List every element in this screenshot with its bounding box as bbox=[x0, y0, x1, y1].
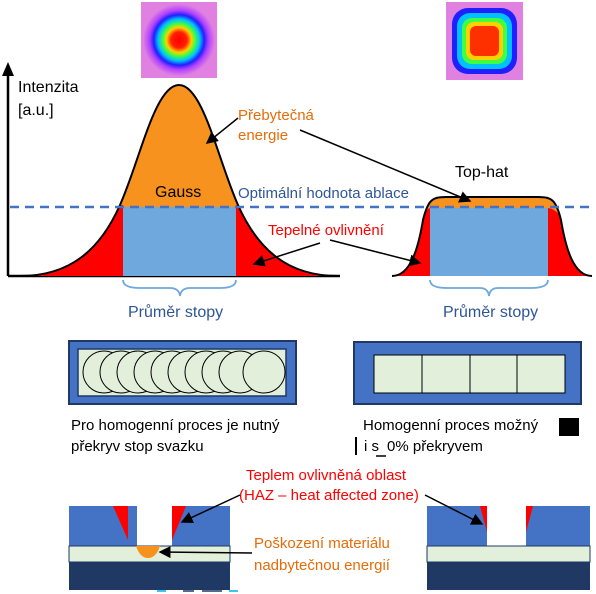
intensity-unit-label: [a.u.] bbox=[18, 102, 54, 119]
tophat-spot-label: Průměr stopy bbox=[443, 303, 538, 321]
material-damage-region bbox=[136, 546, 160, 558]
tophat-beam-image bbox=[446, 2, 523, 80]
gauss-overlap-box bbox=[68, 340, 297, 405]
tophat-overlap-box bbox=[353, 341, 582, 405]
gauss-spot-brace bbox=[122, 279, 237, 297]
gauss-overlap-text-line1: Pro homogenní proces je nutný bbox=[71, 417, 280, 434]
intensity-label: Intenzita bbox=[18, 79, 79, 96]
haz-arrow-left bbox=[180, 494, 241, 524]
thermal-arrow-gauss bbox=[252, 242, 321, 267]
haz-label-line2: (HAZ – heat affected zone) bbox=[239, 487, 419, 504]
excess-energy-label-line2: energie bbox=[238, 127, 288, 144]
tophat-spot-brace bbox=[429, 279, 549, 297]
thermal-arrow-tophat bbox=[329, 239, 422, 267]
damage-label-line1: Poškození materiálu bbox=[254, 535, 390, 552]
damage-label-line2: nadbytečnou energií bbox=[254, 557, 391, 574]
tophat-curve bbox=[391, 196, 593, 277]
haz-arrow-right bbox=[424, 494, 484, 525]
tophat-material-cross-section bbox=[426, 506, 591, 590]
overlapping-spots bbox=[82, 350, 286, 394]
haz-label-line1: Teplem ovlivněná oblast bbox=[246, 467, 407, 484]
optimal-ablation-label: Optimální hodnota ablace bbox=[238, 185, 409, 202]
excess-energy-arrow-gauss bbox=[205, 117, 239, 144]
tophat-overlap-text-line1: Homogenní proces možný bbox=[363, 417, 539, 434]
tophat-label: Top-hat bbox=[455, 164, 509, 181]
excess-energy-arrow-tophat bbox=[299, 129, 472, 203]
damage-arrow bbox=[158, 546, 253, 559]
tophat-overlap-text-line2-prefix: i s bbox=[364, 438, 379, 455]
tophat-overlap-text-line2: 0% překryvem bbox=[387, 438, 483, 455]
redaction-block bbox=[559, 418, 579, 436]
gauss-beam-image bbox=[141, 2, 217, 78]
excess-energy-label-line1: Přebytečná bbox=[238, 107, 315, 124]
gauss-material-cross-section bbox=[68, 506, 231, 590]
gauss-label: Gauss bbox=[155, 184, 201, 201]
gauss-ablation-region bbox=[123, 207, 236, 276]
tophat-ablation-region bbox=[430, 208, 548, 276]
gauss-spot-label: Průměr stopy bbox=[128, 303, 223, 321]
gauss-overlap-text-line2: překryv stop svazku bbox=[71, 438, 204, 455]
thermal-influence-label: Tepelné ovlivnění bbox=[268, 222, 385, 239]
